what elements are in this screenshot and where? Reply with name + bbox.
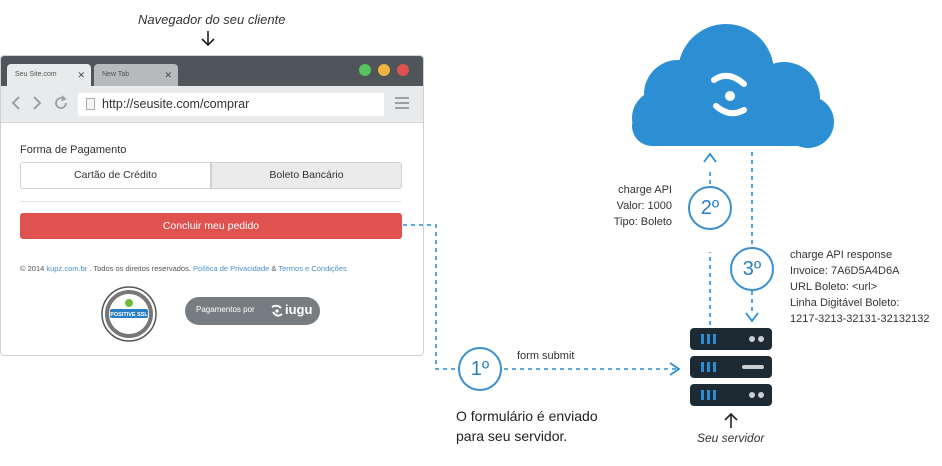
tab-label: New Tab	[102, 71, 130, 78]
tab-new-tab[interactable]: New Tab ✕	[94, 64, 178, 86]
reload-icon[interactable]	[53, 95, 69, 111]
forward-icon[interactable]	[31, 96, 43, 110]
submit-path-line	[403, 224, 458, 370]
step-3-details: charge API response Invoice: 7A6D5A4D6A …	[790, 247, 929, 327]
step-3-line: 1217-3213-32131-32132132	[790, 313, 930, 325]
tab-seu-site[interactable]: Seu Site.com ✕	[7, 64, 91, 86]
step-2-line: Valor: 1000	[616, 200, 672, 212]
iugu-payments-badge[interactable]: Pagamentos por iugu	[185, 297, 320, 325]
step-3-line: URL Boleto: <url>	[790, 281, 878, 293]
step-2-circle: 2º	[688, 186, 732, 230]
ampersand: &	[271, 264, 277, 273]
close-icon[interactable]: ✕	[164, 70, 172, 80]
step-3-circle: 3º	[730, 247, 774, 291]
maximize-dot-icon[interactable]	[359, 64, 371, 76]
step-1-note-line1: O formulário é enviado	[456, 408, 598, 424]
credit-card-option[interactable]: Cartão de Crédito	[20, 162, 211, 189]
step-2-title: charge API	[618, 184, 672, 196]
server-icon	[690, 328, 772, 406]
footer-text: © 2014 kupz.com.br . Todos os direitos r…	[20, 264, 347, 273]
arrow-up-icon	[724, 412, 738, 428]
step-2-details: charge API Valor: 1000 Tipo: Boleto	[590, 182, 672, 230]
server-caption: Seu servidor	[697, 431, 765, 445]
ssl-seal-icon: POSITIVE SSL	[101, 286, 157, 342]
iugu-badge-prefix: Pagamentos por	[196, 305, 255, 314]
ssl-badge-text: POSITIVE SSL	[110, 312, 148, 318]
iugu-badge-brand: iugu	[285, 302, 313, 317]
arrow-down-icon	[745, 312, 759, 323]
browser-window: Seu Site.com ✕ New Tab ✕ http://seusite.…	[0, 55, 424, 356]
browser-titlebar: Seu Site.com ✕ New Tab ✕	[1, 56, 423, 86]
rights-text: . Todos os direitos reservados.	[89, 264, 191, 273]
tab-label: Seu Site.com	[15, 71, 57, 78]
minimize-dot-icon[interactable]	[378, 64, 390, 76]
close-icon[interactable]: ✕	[77, 70, 85, 80]
back-icon[interactable]	[10, 96, 22, 110]
step-1-note-line2: para seu servidor.	[456, 428, 568, 444]
payment-form-title: Forma de Pagamento	[20, 144, 127, 156]
arrow-right-icon	[669, 362, 681, 376]
step-1-circle: 1º	[458, 347, 502, 391]
arrow-up-icon	[703, 152, 717, 163]
privacy-link[interactable]: Política de Privacidade	[193, 264, 270, 273]
divider	[20, 201, 402, 202]
close-dot-icon[interactable]	[397, 64, 409, 76]
step-3-line: Invoice: 7A6D5A4D6A	[790, 265, 900, 277]
step-3-title: charge API response	[790, 249, 893, 261]
arrow-down-icon	[201, 31, 215, 47]
client-browser-caption: Navegador do seu cliente	[138, 12, 286, 27]
address-bar: http://seusite.com/comprar	[1, 86, 423, 123]
site-link[interactable]: kupz.com.br	[46, 264, 88, 273]
terms-link[interactable]: Termos e Condições	[278, 264, 347, 273]
iugu-cloud-icon	[632, 24, 834, 148]
menu-icon[interactable]	[395, 97, 409, 112]
step-3-line: Linha Digitável Boleto:	[790, 297, 900, 309]
copyright: © 2014	[20, 264, 45, 273]
step-2-line: Tipo: Boleto	[613, 216, 672, 228]
boleto-option[interactable]: Boleto Bancário	[211, 162, 402, 189]
page-icon	[86, 98, 95, 110]
iugu-logo-icon	[271, 304, 283, 317]
form-submit-label: form submit	[517, 350, 575, 362]
url-field[interactable]: http://seusite.com/comprar	[78, 93, 384, 116]
submit-order-button[interactable]: Concluir meu pedido	[20, 213, 402, 239]
url-text: http://seusite.com/comprar	[102, 97, 250, 111]
